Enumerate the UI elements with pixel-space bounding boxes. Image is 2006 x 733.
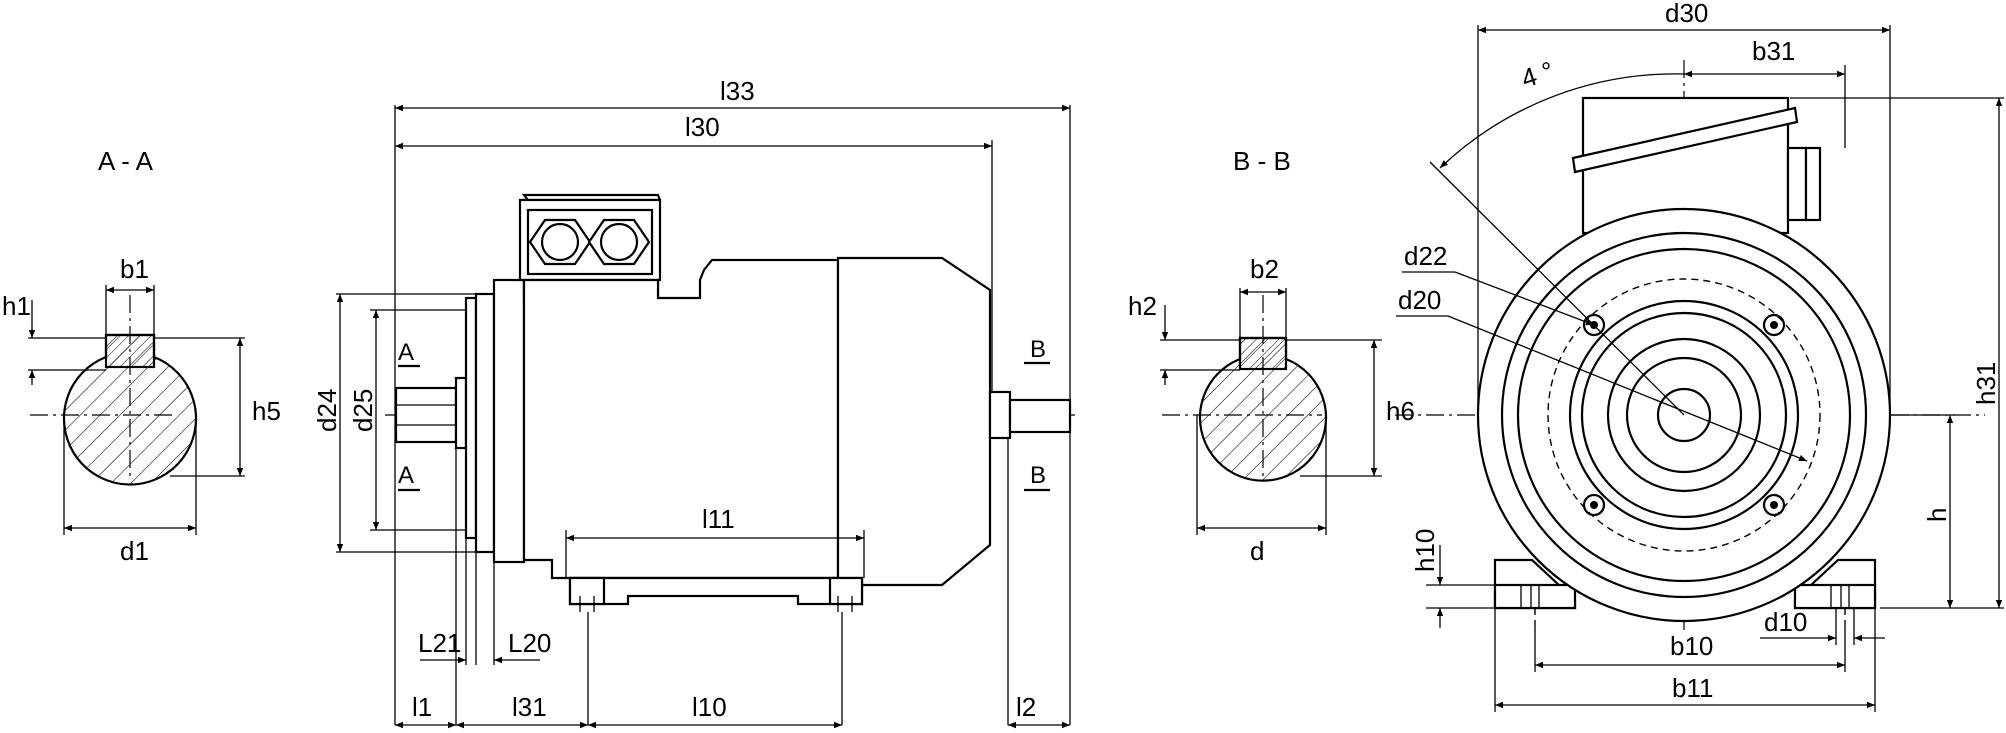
dim-b2: b2 (1250, 254, 1279, 284)
dim-d1: d1 (120, 536, 149, 566)
dim-h10: h10 (1410, 529, 1440, 572)
dim-d22: d22 (1404, 241, 1447, 271)
cable-gland-right (587, 218, 651, 266)
dim-d25: d25 (348, 389, 378, 432)
bolt-hole-bl (1582, 493, 1606, 517)
angle-label: 4 ° (1518, 55, 1558, 93)
dim-b31: b31 (1752, 36, 1795, 66)
shaft-section-b (1198, 336, 1328, 482)
dim-d24: d24 (312, 389, 342, 432)
dim-h31: h31 (1971, 362, 2001, 405)
dim-h2: h2 (1128, 291, 1157, 321)
section-mark-a-top: A (398, 339, 414, 366)
dim-l30: l30 (685, 112, 720, 142)
shaft-section-a (62, 333, 198, 486)
bolt-hole-br (1762, 493, 1786, 517)
dim-d20: d20 (1398, 285, 1441, 315)
dim-l11: l11 (702, 504, 735, 534)
section-title-aa: A - A (98, 146, 154, 176)
dim-b10: b10 (1670, 631, 1713, 661)
motor-front-view: d30 b31 4 ° d22 d20 h31 h h10 (1395, 0, 2004, 712)
section-mark-b-bottom: B (1030, 462, 1046, 489)
dim-b11: b11 (1672, 673, 1713, 703)
key-a (104, 333, 156, 369)
section-b-b: B - B b2 h2 h6 d (1128, 146, 1415, 566)
bolt-hole-tr (1762, 313, 1786, 337)
dim-l10: l10 (692, 692, 727, 722)
motor-side-view: A A B B l33 l30 d24 d25 l11 (312, 76, 1075, 729)
dim-L21: L21 (418, 628, 461, 658)
dim-l31: l31 (512, 692, 547, 722)
dim-h5: h5 (252, 396, 281, 426)
dim-h1: h1 (2, 291, 31, 321)
section-a-a: A - A b1 h1 h5 d1 (2, 146, 281, 566)
cable-gland-left (528, 218, 592, 266)
dim-l33: l33 (720, 76, 755, 106)
dim-d30: d30 (1665, 0, 1708, 28)
section-title-bb: B - B (1233, 146, 1291, 176)
dim-d10: d10 (1764, 607, 1807, 637)
dim-l1: l1 (412, 692, 432, 722)
dim-l2: l2 (1016, 692, 1036, 722)
dim-d: d (1250, 536, 1264, 566)
dim-h: h (1922, 508, 1952, 522)
section-mark-b-top: B (1030, 336, 1046, 363)
dim-b1: b1 (120, 254, 149, 284)
section-mark-a-bottom: A (398, 462, 414, 489)
key-b (1238, 336, 1288, 371)
dim-h6: h6 (1386, 396, 1415, 426)
dim-L20: L20 (508, 628, 551, 658)
